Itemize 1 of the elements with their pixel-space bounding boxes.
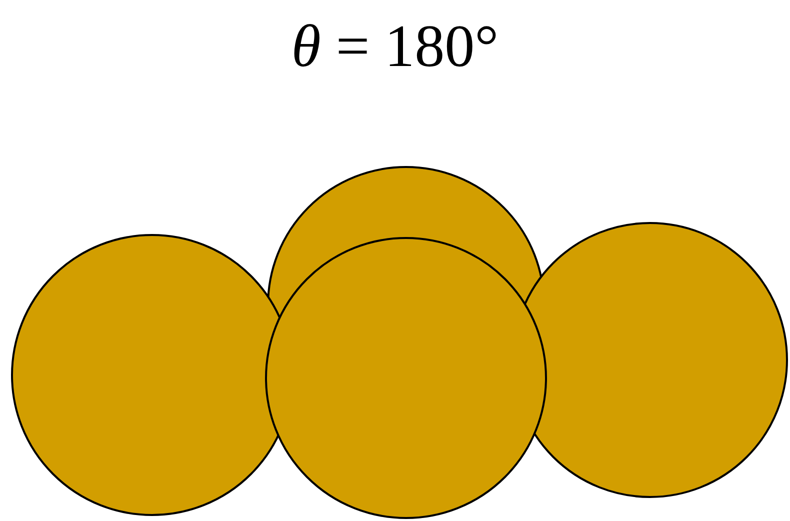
- title: θ = 180°: [291, 12, 499, 81]
